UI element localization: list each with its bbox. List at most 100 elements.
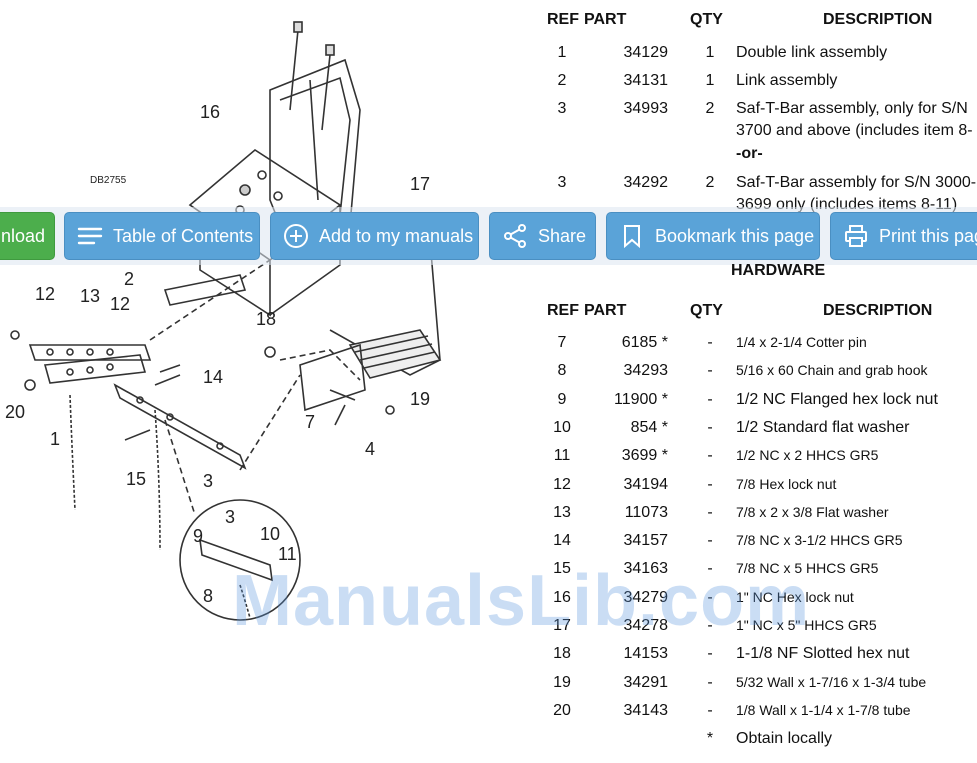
desc-cell: Obtain locally [736,730,833,748]
watermark: ManualsLib.com [232,561,811,641]
qty-cell: - [707,673,713,691]
part-cell: 34279 [623,588,669,606]
callout: 9 [193,526,203,546]
callout: 2 [124,269,134,289]
desc-cell: 7/8 Hex lock nut [736,475,837,492]
qty-cell: 1 [705,44,715,61]
callout: 15 [126,469,146,489]
ref-cell: 14 [553,532,571,550]
desc-cell: 1" NC Hex lock nut [736,588,854,605]
table-of-contents-button[interactable]: Table of Contents [64,212,260,260]
col-header-ref: REF [547,11,579,28]
bookmark-icon [624,225,640,249]
share-label: Share [538,225,587,246]
desc-cell: 1-1/8 NF Slotted hex nut [736,645,910,663]
manual-toolbar: nload Table of Contents Add to my manual… [0,207,977,265]
qty-cell: - [707,390,713,408]
col-header-description: DESCRIPTION [823,11,933,28]
qty-cell: 2 [705,174,715,191]
download-label: nload [1,225,46,246]
desc-cell: Double link assembly [736,44,888,61]
hardware-heading: HARDWARE [731,262,826,279]
part-cell: 34163 [623,560,669,578]
qty-cell: - [707,334,713,351]
part-cell: 14153 [623,645,669,663]
share-button[interactable]: Share [489,212,596,260]
qty-cell: - [707,588,713,606]
menu-icon [77,227,103,245]
col-header-part: PART [584,11,627,28]
table-of-contents-label: Table of Contents [113,225,254,246]
ref-cell: 3 [557,100,567,117]
part-cell: 34131 [623,72,669,89]
callout: 8 [203,586,213,606]
desc-cell: 1/4 x 2-1/4 Cotter pin [736,334,867,350]
desc-cell: 7/8 NC x 3-1/2 HHCS GR5 [736,532,903,549]
exploded-view-drawing: DB2755 16 17 2 12 13 12 18 14 20 1 7 19 … [5,21,442,621]
print-button[interactable]: Print this page [830,212,977,260]
qty-cell: - [707,617,713,634]
desc-cell: 7/8 NC x 5 HHCS GR5 [736,560,879,577]
table-row: 1 34129 1 Double link assembly [540,44,977,68]
desc-cell: 1/2 Standard flat washer [736,418,910,436]
callout: 1 [50,429,60,449]
plus-circle-icon [284,224,308,248]
col-header-qty: QTY [690,11,723,28]
callout: 3 [203,471,213,491]
callout: 7 [305,412,315,432]
desc-cell-line2: 3700 and above (includes item 8- [736,122,973,139]
callout: 12 [35,284,55,304]
download-button[interactable]: nload [0,212,55,260]
part-cell: 34157 [623,532,669,550]
table-row: -or- [540,145,977,169]
part-cell: 34292 [623,174,669,191]
qty-cell: * [706,730,714,748]
qty-cell: - [707,447,713,465]
desc-cell: Saf-T-Bar assembly for S/N 3000- [736,174,977,191]
part-cell: 34293 [623,362,669,380]
bookmark-button[interactable]: Bookmark this page [606,212,820,260]
ref-cell: 10 [553,418,571,436]
qty-cell: - [707,645,713,663]
ref-cell: 12 [553,475,571,493]
drawing-code: DB2755 [90,175,127,186]
col-header-qty: QTY [690,302,723,319]
desc-cell: 1" NC x 5" HHCS GR5 [736,617,877,633]
callout: 18 [256,309,276,329]
ref-cell: 13 [553,503,571,521]
part-cell: 34993 [623,100,669,117]
table-row: 18 14153 - 1-1/8 NF Slotted hex nut [540,645,977,669]
table-row: 3 34993 2 Saf-T-Bar assembly, only for S… [540,100,977,148]
or-separator: -or- [736,145,763,162]
print-label: Print this page [879,225,977,246]
callout: 14 [203,367,223,387]
ref-cell: 2 [557,72,567,89]
ref-cell: 7 [557,334,567,351]
desc-cell: 5/16 x 60 Chain and grab hook [736,362,928,379]
ref-cell: 11 [553,447,571,465]
qty-cell: - [707,503,713,521]
add-to-manuals-button[interactable]: Add to my manuals [270,212,479,260]
share-icon [504,224,526,248]
desc-cell: 1/8 Wall x 1-1/4 x 1-7/8 tube [736,701,911,718]
part-cell: 34129 [623,44,669,61]
callout: 12 [110,294,130,314]
qty-cell: - [707,362,713,380]
callout: 3 [225,507,235,527]
part-cell: 11073 [624,503,668,521]
printer-icon [845,225,867,247]
add-to-manuals-label: Add to my manuals [319,225,474,246]
ref-cell: 18 [553,645,571,663]
part-cell: 34291 [623,673,669,691]
